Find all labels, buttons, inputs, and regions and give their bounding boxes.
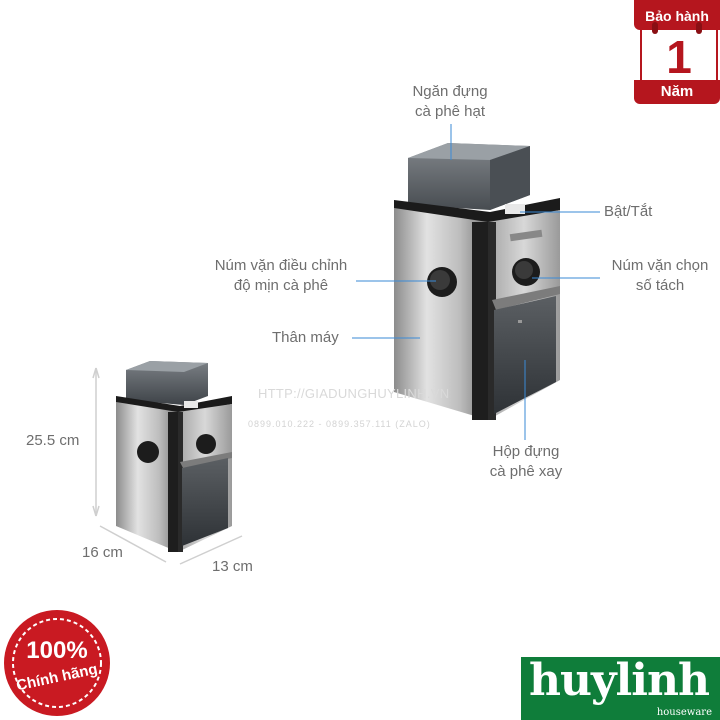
fineness-knob-callout: Núm vặn điều chỉnh độ mịn cà phê bbox=[208, 256, 354, 296]
cups-knob-callout-line1: Núm vặn chọn bbox=[611, 257, 709, 274]
warranty-badge-bottom: Năm bbox=[634, 80, 720, 104]
calendar-ring-icon bbox=[696, 22, 702, 34]
container-callout-line1: Hộp đựng bbox=[492, 443, 560, 460]
height-dimension-label: 25.5 cm bbox=[26, 432, 80, 449]
warranty-badge-top: Bảo hành bbox=[634, 0, 720, 30]
calendar-ring-icon bbox=[652, 22, 658, 34]
fineness-knob-callout-line2: độ mịn cà phê bbox=[233, 277, 329, 294]
cups-knob-callout: Núm vặn chọn số tách bbox=[604, 256, 716, 296]
authentic-stamp: 100% Chính hãng bbox=[4, 610, 110, 716]
container-callout-line2: cà phê xay bbox=[489, 463, 563, 480]
width-dimension-label: 13 cm bbox=[212, 558, 253, 575]
watermark-url: HTTP://GIADUNGHUYLINH.VN bbox=[258, 386, 450, 401]
watermark-phones: 0899.010.222 - 0899.357.111 (ZALO) bbox=[248, 419, 431, 429]
container-callout: Hộp đựng cà phê xay bbox=[476, 442, 576, 482]
power-callout: Bật/Tắt bbox=[604, 203, 653, 220]
brand-logo: huylinh houseware bbox=[521, 655, 720, 720]
hopper-callout: Ngăn đựng cà phê hạt bbox=[390, 82, 510, 122]
body-callout: Thân máy bbox=[272, 329, 339, 346]
authentic-stamp-percent: 100% bbox=[26, 637, 87, 664]
brand-logo-tagline: houseware bbox=[656, 707, 712, 718]
depth-dimension-label: 16 cm bbox=[82, 544, 123, 561]
warranty-badge: Bảo hành 1 Năm bbox=[634, 0, 720, 104]
fineness-knob-callout-line1: Núm vặn điều chỉnh bbox=[214, 257, 348, 274]
brand-logo-name: huylinh bbox=[529, 655, 710, 706]
hopper-callout-line2: cà phê hạt bbox=[414, 103, 486, 120]
hopper-callout-line1: Ngăn đựng bbox=[412, 83, 488, 100]
cups-knob-callout-line2: số tách bbox=[635, 277, 685, 294]
warranty-badge-number: 1 bbox=[640, 28, 718, 86]
